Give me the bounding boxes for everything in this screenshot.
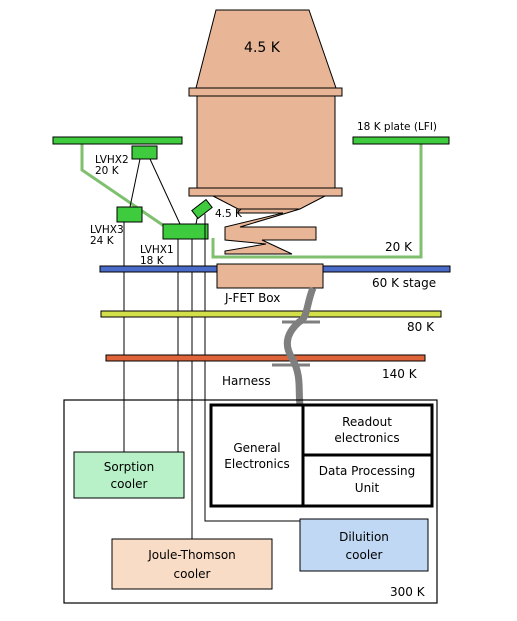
link-lvhx2-lvhx3 [129, 158, 141, 208]
temp-label-20k: 20 K [385, 240, 413, 254]
jfet-box [216, 263, 324, 289]
readout-electronics-line1: Readout [342, 415, 392, 429]
jfet-box-label: J-FET Box [224, 291, 280, 305]
thermal-strap-zigzag [224, 208, 317, 255]
readout-electronics-line2: electronics [334, 431, 399, 445]
dilution-cooler-line1: Diluition [339, 530, 389, 544]
sorption-cooler-box [73, 451, 185, 499]
sorption-cooler-line2: cooler [111, 477, 148, 491]
lvhx1-temp: 18 K [140, 255, 165, 267]
lvhx3-block [116, 206, 143, 223]
stage-80k-label: 80 K [407, 320, 435, 334]
harness-cable [283, 286, 317, 406]
lvhx2-label: LVHX2 [95, 154, 129, 166]
stage-60k-label: 60 K stage [372, 276, 436, 290]
cold-head-flange-bottom [188, 187, 343, 197]
dpu-line1: Data Processing [319, 464, 416, 478]
cold-head-body [196, 95, 336, 189]
temp-label-4-5k-top: 4.5 K [244, 40, 281, 56]
stage-140k-label: 140 K [382, 367, 418, 381]
lvhx3-label: LVHX3 [90, 224, 124, 236]
general-electronics-line1: General [233, 441, 280, 455]
dpu-line2: Unit [355, 481, 380, 495]
jt-cooler-line2: cooler [174, 567, 211, 581]
cold-head-flange-top [188, 87, 343, 97]
hx-4-5k-block [191, 198, 213, 220]
general-electronics-line2: Electronics [224, 457, 289, 471]
stage-80k-bar [100, 310, 442, 318]
warm-enclosure-300k [63, 399, 438, 604]
dilution-cooler-line2: cooler [346, 548, 383, 562]
lvhx2-temp: 20 K [95, 165, 120, 177]
lvhx3-temp: 24 K [90, 235, 115, 247]
stage-140k-bar [105, 354, 426, 362]
harness-label: Harness [222, 374, 271, 388]
pipe-20k-right [211, 144, 423, 259]
dilution-cooler-box [299, 518, 429, 572]
lvhx2-block [131, 145, 158, 160]
temp-label-300k: 300 K [390, 585, 426, 599]
plate-18k-label: 18 K plate (LFI) [357, 121, 437, 133]
joule-thomson-cooler-box [111, 538, 273, 590]
link-lvhx2-lvhx1 [149, 158, 181, 225]
plate-18k-lfi [352, 136, 450, 145]
lvhx-plate-left [52, 136, 183, 145]
sorption-cooler-line1: Sorption [104, 460, 155, 474]
temp-label-4-5k-small: 4.5 K [215, 208, 243, 220]
lvhx1-block [162, 223, 209, 240]
lvhx1-label: LVHX1 [140, 244, 174, 256]
cold-unit-4-5k: 4.5 K [188, 9, 343, 210]
jt-cooler-line1: Joule-Thomson [147, 548, 236, 562]
